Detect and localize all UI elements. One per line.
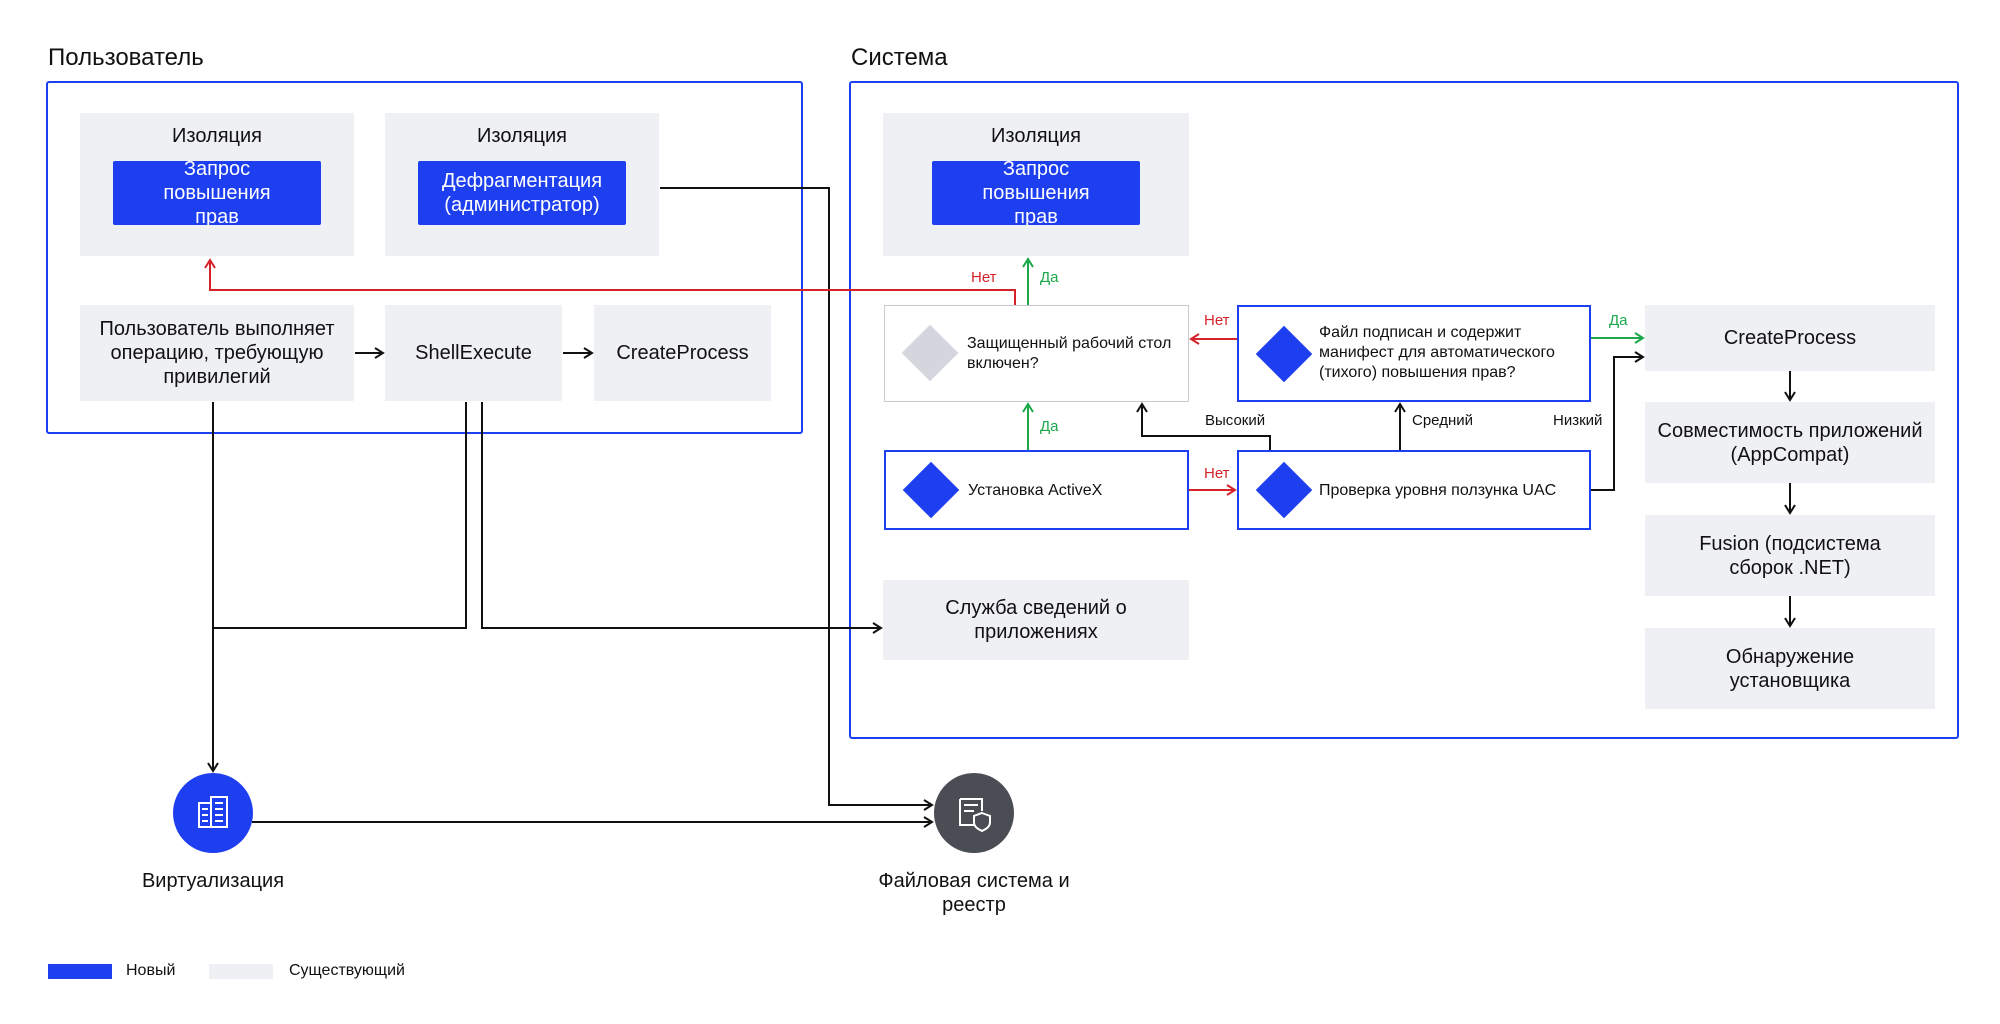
legend-new-swatch xyxy=(48,964,112,979)
file-shield-icon xyxy=(959,798,991,833)
label-uac-medium: Средний xyxy=(1412,412,1473,429)
signed-manifest-decision: Файл подписан и содержит манифест для ав… xyxy=(1237,305,1591,402)
virtualization-node xyxy=(173,773,253,853)
user-create-process-box: CreateProcess xyxy=(594,305,771,401)
decision-diamond-icon xyxy=(1255,461,1313,519)
building-icon xyxy=(198,796,228,828)
label-activex-no: Нет xyxy=(1204,465,1230,482)
label-activex-yes: Да xyxy=(1040,418,1059,435)
decision-diamond-icon xyxy=(901,324,959,382)
file-system-node xyxy=(934,773,1014,853)
isolation-title: Изоляция xyxy=(477,125,567,147)
user-isolation-box-2: Изоляция Дефрагментация (администратор) xyxy=(385,113,659,256)
isolation-title: Изоляция xyxy=(172,125,262,147)
fusion-box: Fusion (подсистема сборок .NET) xyxy=(1645,515,1935,596)
secure-desktop-text: Защищенный рабочий стол включен? xyxy=(967,335,1172,372)
activex-decision: Установка ActiveX xyxy=(884,450,1189,530)
legend-new-label: Новый xyxy=(126,962,176,979)
activex-text: Установка ActiveX xyxy=(968,482,1103,499)
user-operation-box: Пользователь выполняет операцию, требующ… xyxy=(80,305,354,401)
user-isolation-box-1: Изоляция Запрос повышения прав xyxy=(80,113,354,256)
legend-existing-swatch xyxy=(209,964,273,979)
signed-manifest-text: Файл подписан и содержит манифест для ав… xyxy=(1319,324,1555,381)
label-secure-desktop-no: Нет xyxy=(971,269,997,286)
elevation-request-button[interactable]: Запрос повышения прав xyxy=(113,158,321,228)
isolation-title: Изоляция xyxy=(991,125,1081,147)
system-elevation-request-button[interactable]: Запрос повышения прав xyxy=(932,158,1140,228)
defragmentation-admin-button[interactable]: Дефрагментация (администратор) xyxy=(418,161,626,225)
arrow-shellexecute-to-appinfo xyxy=(481,402,883,634)
secure-desktop-decision: Защищенный рабочий стол включен? xyxy=(884,305,1189,402)
decision-diamond-icon xyxy=(1255,325,1313,383)
system-section-title: Система xyxy=(851,44,948,71)
virtualization-label: Виртуализация xyxy=(141,870,285,892)
decision-diamond-icon xyxy=(902,461,960,519)
label-uac-low: Низкий xyxy=(1553,412,1603,429)
system-create-process-box: CreateProcess xyxy=(1645,305,1935,371)
uac-slider-decision: Проверка уровня ползунка UAC xyxy=(1237,450,1591,530)
line-shellexecute-to-virtualization xyxy=(213,402,467,629)
label-manifest-yes: Да xyxy=(1609,312,1628,329)
file-system-label: Файловая система и реестр xyxy=(878,870,1070,916)
installer-detection-box: Обнаружение установщика xyxy=(1645,628,1935,709)
user-section-title: Пользователь xyxy=(48,44,204,71)
label-manifest-no: Нет xyxy=(1204,312,1230,329)
label-secure-desktop-yes: Да xyxy=(1040,269,1059,286)
app-compat-box: Совместимость приложений (AppCompat) xyxy=(1645,402,1935,483)
legend-existing-label: Существующий xyxy=(289,962,405,979)
label-uac-high: Высокий xyxy=(1205,412,1266,429)
uac-slider-text: Проверка уровня ползунка UAC xyxy=(1319,482,1557,499)
system-isolation-box: Изоляция Запрос повышения прав xyxy=(883,113,1189,256)
shell-execute-box: ShellExecute xyxy=(385,305,562,401)
app-info-service-box: Служба сведений о приложениях xyxy=(883,580,1189,660)
